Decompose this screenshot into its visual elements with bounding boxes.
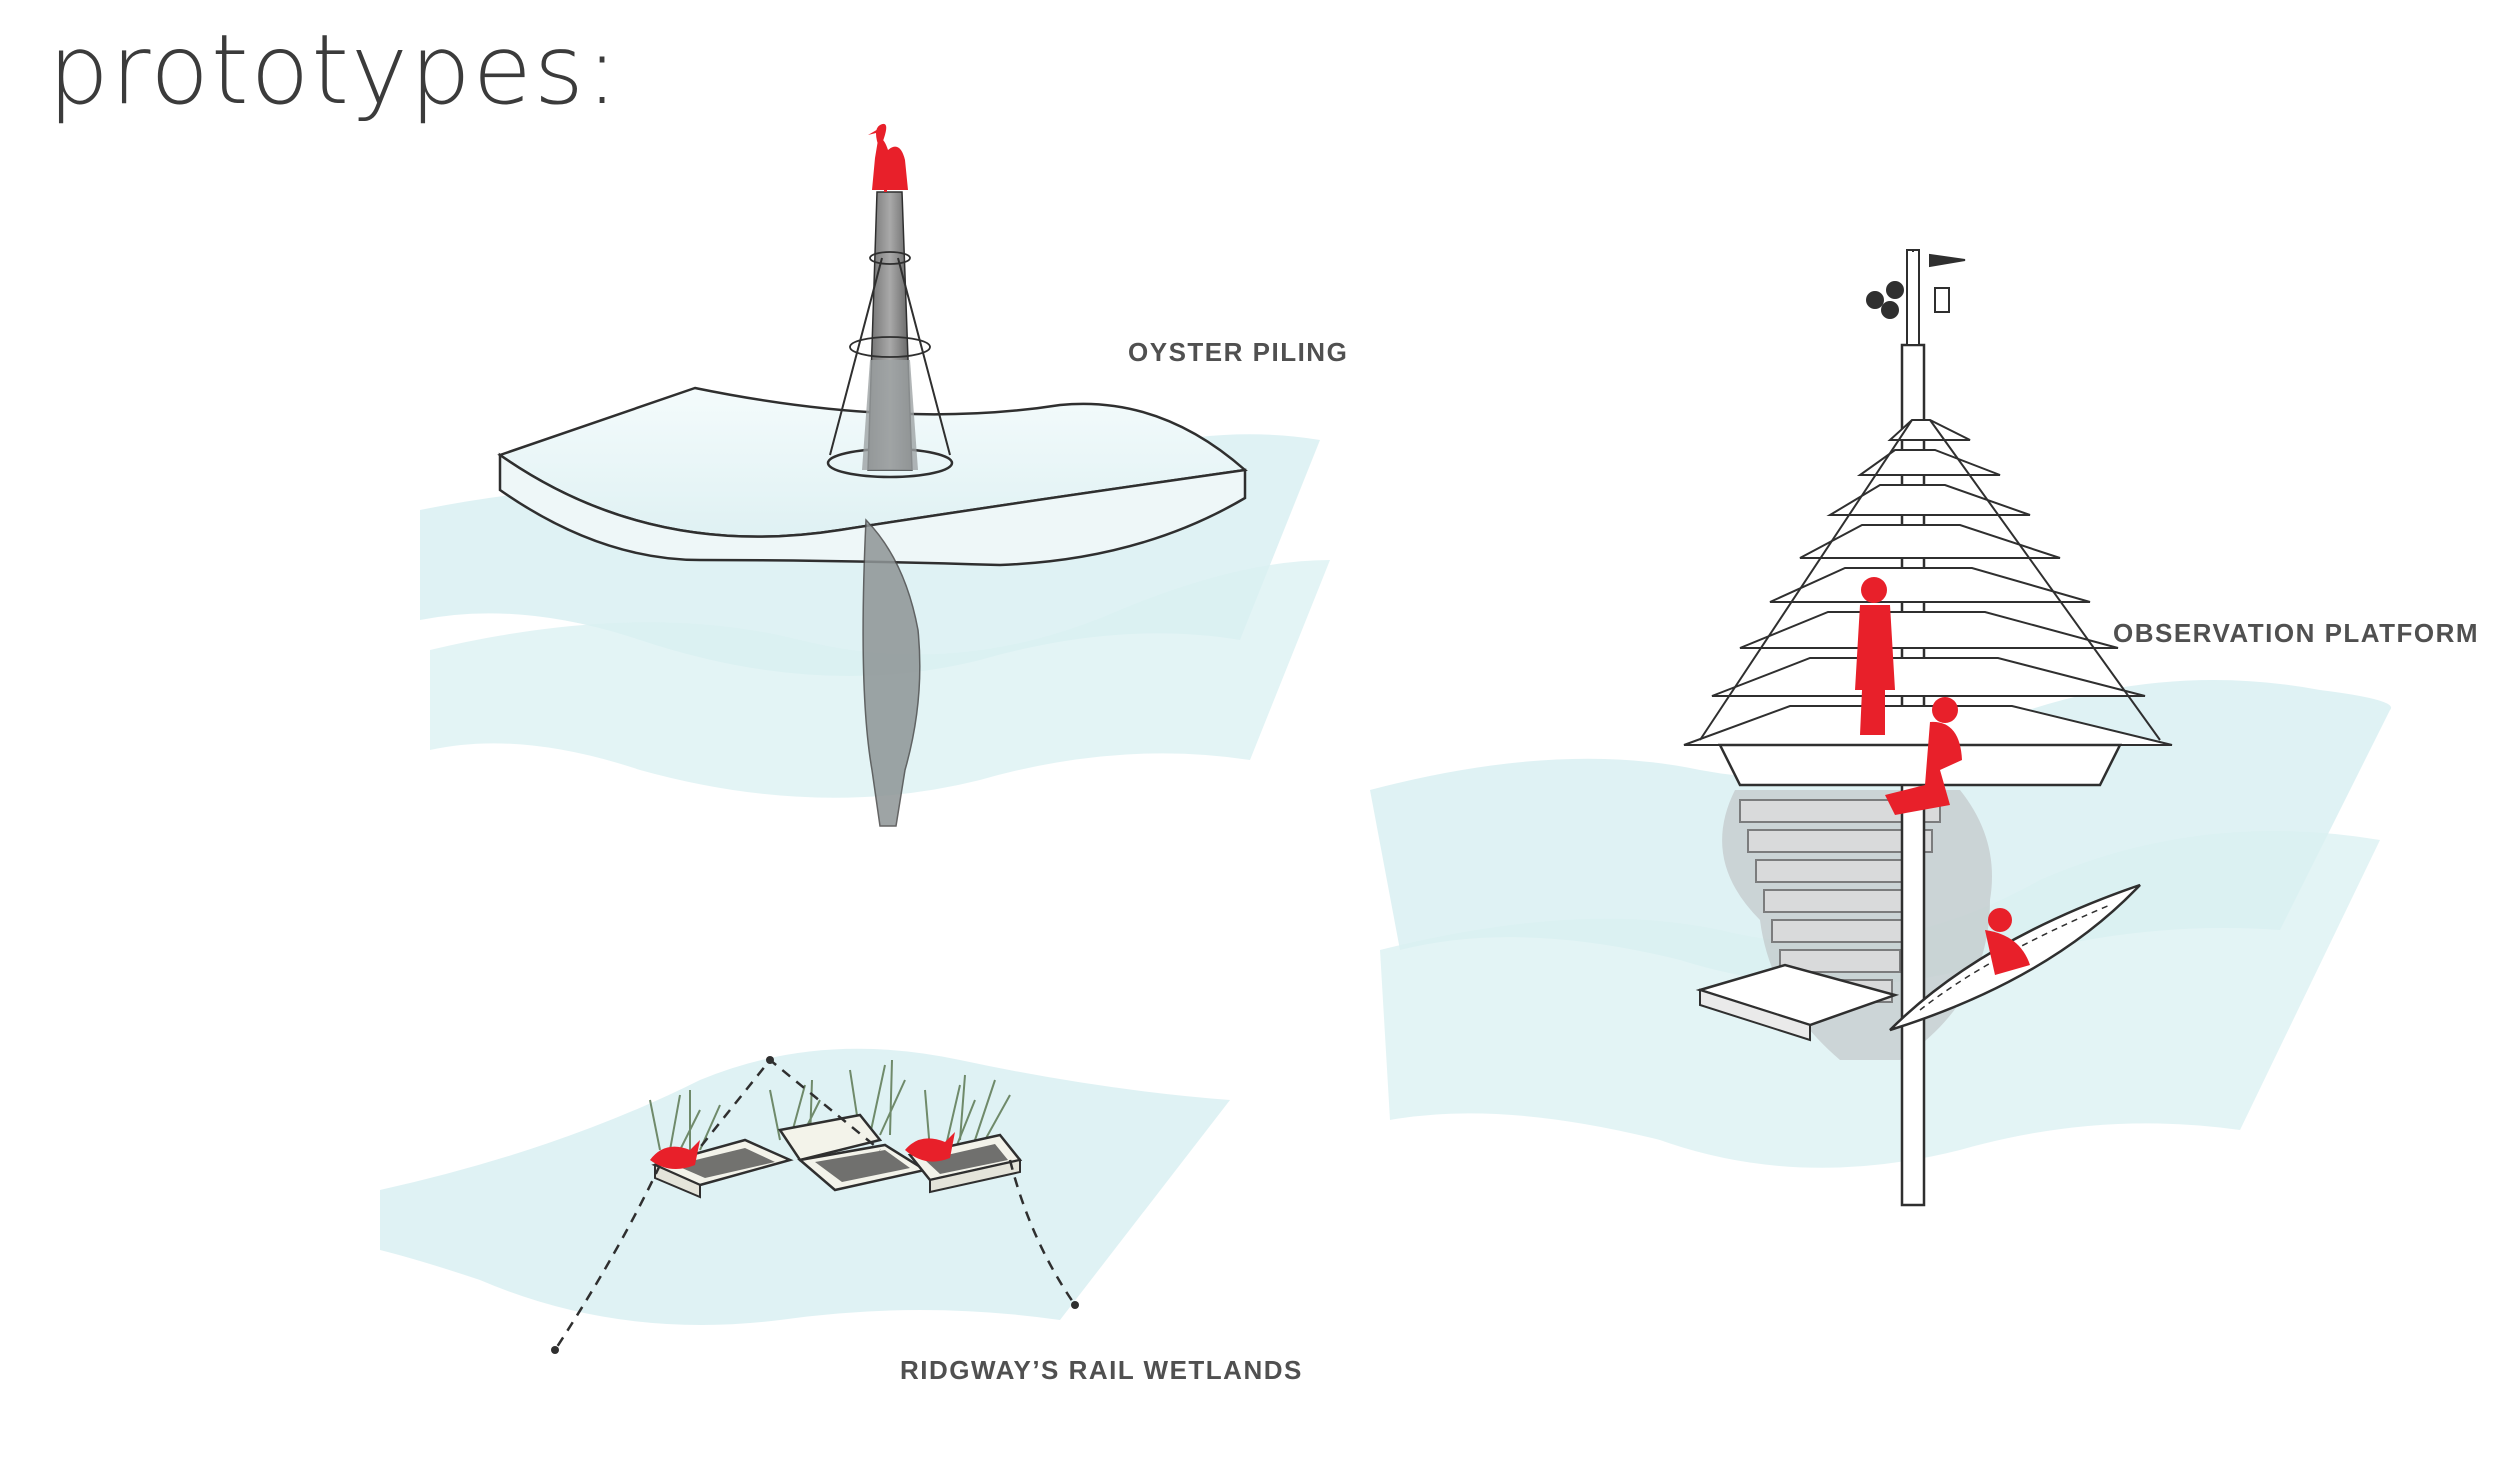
marsh-grass: [649, 1059, 1011, 1151]
person-icon: [1855, 577, 1895, 735]
oyster-cluster: [862, 360, 918, 470]
person-icon: [1885, 697, 1962, 815]
page-title: prototypes:: [48, 14, 621, 126]
cone-line: [829, 257, 883, 456]
rail-bird-icon: [905, 1132, 955, 1162]
wetland-module-grates: [675, 1144, 1008, 1182]
observation-platform-group: [1370, 249, 2392, 1207]
roof-edge: [1699, 419, 1913, 741]
cone-ring: [849, 336, 931, 358]
person-icon: [1985, 908, 2030, 975]
anchor-point: [1071, 1301, 1079, 1309]
oyster-piling-group: [420, 123, 1330, 827]
wetlands-group: [380, 1048, 1230, 1354]
weather-station-icon: [1866, 249, 1966, 346]
heron-icon: [868, 123, 908, 192]
module-edge: [654, 1163, 701, 1199]
tether-line: [553, 1164, 662, 1351]
observation-deck: [1717, 743, 2123, 787]
water-plane: [380, 1048, 1230, 1325]
anchor-point: [766, 1056, 774, 1064]
cone-ring: [869, 251, 911, 265]
kayak-icon: [1889, 883, 2141, 1032]
tether-line: [1008, 1159, 1077, 1306]
floating-step-side: [1699, 988, 1811, 1042]
roof-edge: [1929, 419, 2161, 741]
label-observation-platform: OBSERVATION PLATFORM: [2113, 618, 2480, 648]
pyramid-roof: [1683, 419, 2173, 746]
label-oyster-piling: OYSTER PILING: [1128, 337, 1349, 367]
piling-pole-submerged: [862, 518, 921, 827]
cone-line: [897, 257, 951, 456]
module-edge: [929, 1158, 1021, 1194]
slab-front: [498, 452, 1247, 567]
anchor-point: [551, 1346, 559, 1354]
rail-bird-icon: [650, 1140, 700, 1169]
label-ridgways-rail-wetlands: RIDGWAY’S RAIL WETLANDS: [900, 1355, 1303, 1385]
